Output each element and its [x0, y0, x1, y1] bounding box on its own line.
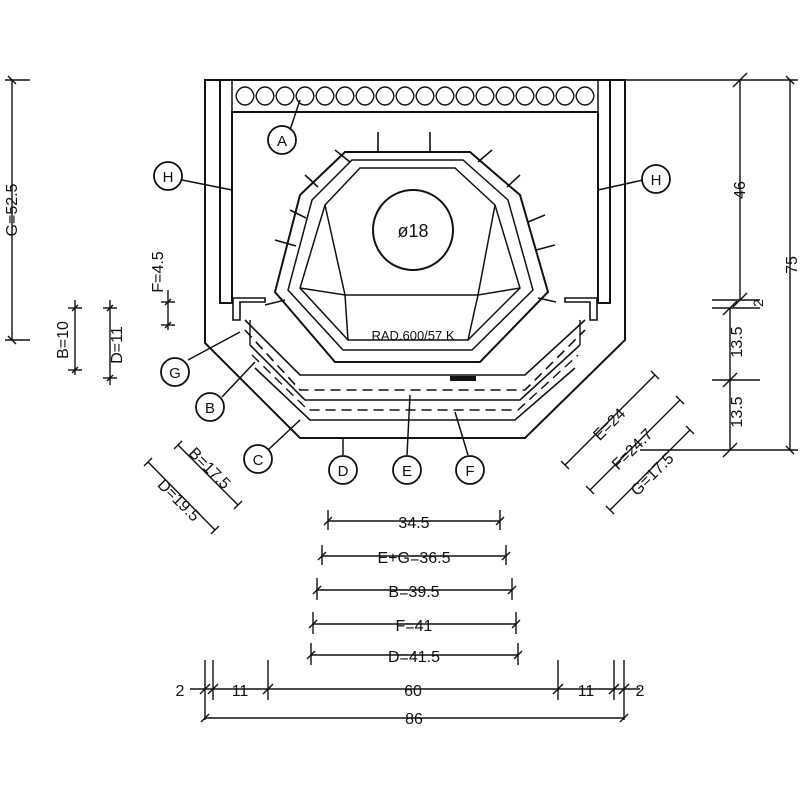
callout-b: B	[195, 392, 225, 422]
dim-2-left: 2	[176, 683, 185, 700]
dim-86: 86	[405, 711, 423, 728]
svg-text:F: F	[465, 463, 474, 480]
callout-c: C	[243, 444, 273, 474]
svg-text:H: H	[163, 169, 174, 186]
svg-text:H: H	[651, 172, 662, 189]
dim-g-52-5: G=52.5	[4, 183, 21, 236]
diameter-label: ø18	[397, 221, 428, 241]
callout-g: G	[160, 357, 190, 387]
flue-circle	[372, 189, 454, 271]
firebox	[273, 151, 550, 363]
callout-leaders	[181, 99, 644, 456]
fireplace-body	[204, 79, 626, 439]
dim-2-right: 2	[636, 683, 645, 700]
svg-text:A: A	[277, 133, 287, 150]
insulation-band	[231, 79, 599, 113]
svg-text:B: B	[205, 400, 215, 417]
dim-f-4-5: F=4.5	[150, 251, 167, 292]
dim-d-41-5: D=41.5	[388, 649, 440, 666]
callout-e: E	[392, 455, 422, 485]
right-dimensions	[560, 72, 798, 515]
svg-text:D: D	[338, 463, 349, 480]
svg-text:E: E	[402, 463, 412, 480]
dim-d-11: D=11	[109, 326, 126, 364]
callout-f: F	[455, 455, 485, 485]
dim-13-5-top: 13.5	[729, 326, 746, 357]
svg-text:G: G	[169, 365, 181, 382]
svg-text:C: C	[253, 452, 264, 469]
dim-b-39-5: B=39.5	[388, 584, 439, 601]
bottom-dimensions	[190, 510, 640, 723]
anchor-studs	[264, 132, 557, 306]
dim-60: 60	[404, 683, 422, 700]
callout-d: D	[328, 455, 358, 485]
dim-f-41: F=41	[396, 618, 433, 635]
dim-b-17-5: B=17.5	[185, 445, 233, 493]
left-dimensions	[5, 75, 243, 535]
dim-11-right: 11	[578, 683, 595, 700]
dim-46: 46	[732, 181, 749, 199]
hearth-layers	[232, 297, 598, 421]
dim-d-19-5: D=19.5	[154, 476, 203, 525]
dim-e-g-36-5: E+G=36.5	[378, 550, 451, 567]
dim-11-left: 11	[232, 683, 249, 700]
dim-b-10: B=10	[55, 321, 72, 359]
dim-13-5-bottom: 13.5	[729, 396, 746, 427]
model-label: RAD.600/57 K	[371, 328, 454, 343]
callout-h-left: H	[153, 161, 183, 191]
dim-75: 75	[784, 256, 800, 274]
callout-a: A	[267, 125, 297, 155]
callout-h-right: H	[641, 164, 671, 194]
dim-34-5: 34.5	[398, 515, 429, 532]
dim-2: 2	[750, 299, 766, 307]
dim-e-24: E=24	[590, 405, 629, 444]
